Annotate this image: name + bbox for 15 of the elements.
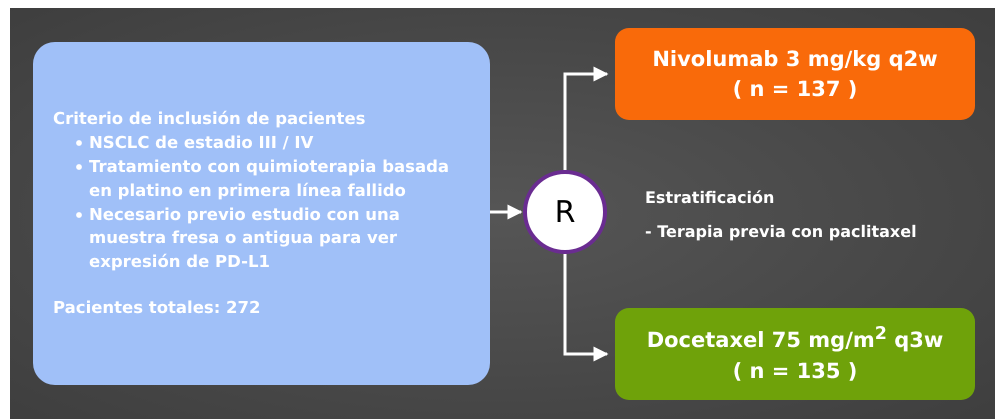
node-label: R	[554, 194, 576, 230]
treatment-box	[615, 308, 975, 400]
stratification-heading: Estratificación	[645, 188, 774, 207]
heading: Criterio de inclusión de pacientes	[53, 108, 366, 130]
treatment-label: Nivolumab 3 mg/kg q2w	[652, 46, 938, 73]
stratification-item: - Terapia previa con paclitaxel	[645, 222, 917, 241]
arrow	[564, 66, 608, 170]
treatment-box	[615, 28, 975, 120]
sample-size: ( n = 137 )	[732, 76, 858, 103]
total-text: Pacientes totales: 272	[53, 297, 260, 320]
arrow	[564, 254, 608, 362]
treatment-label: Docetaxel 75 mg/m$^{2}$ q3w	[646, 323, 944, 354]
arrow	[490, 204, 522, 220]
sample-size: ( n = 135 )	[732, 358, 858, 384]
criteria-box	[33, 42, 490, 385]
